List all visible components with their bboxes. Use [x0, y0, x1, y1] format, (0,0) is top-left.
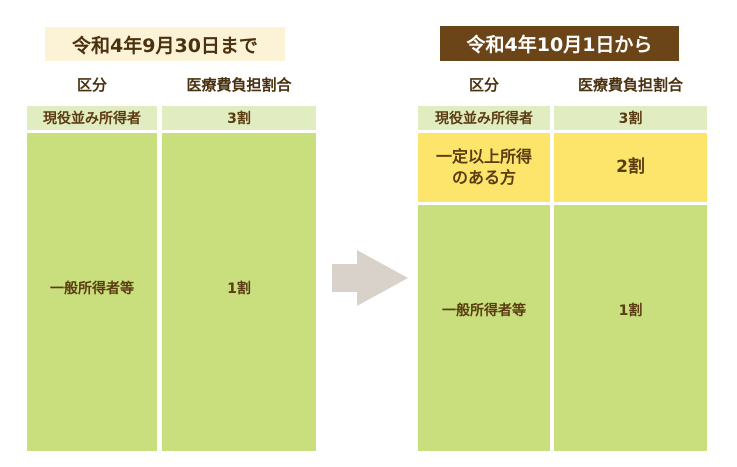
- before-row-active-income-category: 現役並み所得者: [27, 106, 157, 130]
- before-title: 令和4年9月30日まで: [45, 27, 285, 61]
- before-header-category: 区分: [76, 75, 107, 94]
- before-row-general-ratio: 1割: [162, 133, 316, 451]
- before-header-ratio: 医療費負担割合: [186, 75, 292, 94]
- before-row-active-income-ratio: 3割: [162, 106, 316, 130]
- right-arrow-icon: [332, 250, 408, 306]
- after-row-active-income-category: 現役並み所得者: [418, 106, 550, 130]
- after-title: 令和4年10月1日から: [440, 26, 679, 61]
- after-header-ratio: 医療費負担割合: [577, 75, 683, 94]
- after-row-general-ratio: 1割: [554, 205, 707, 451]
- before-row-general-category: 一般所得者等: [27, 133, 157, 451]
- after-header-category: 区分: [468, 75, 499, 94]
- after-row-certain-income-ratio: 2割: [554, 133, 707, 202]
- after-row-certain-income-category: 一定以上所得 のある方: [418, 133, 550, 202]
- after-row-active-income-ratio: 3割: [554, 106, 707, 130]
- after-row-general-category: 一般所得者等: [418, 205, 550, 451]
